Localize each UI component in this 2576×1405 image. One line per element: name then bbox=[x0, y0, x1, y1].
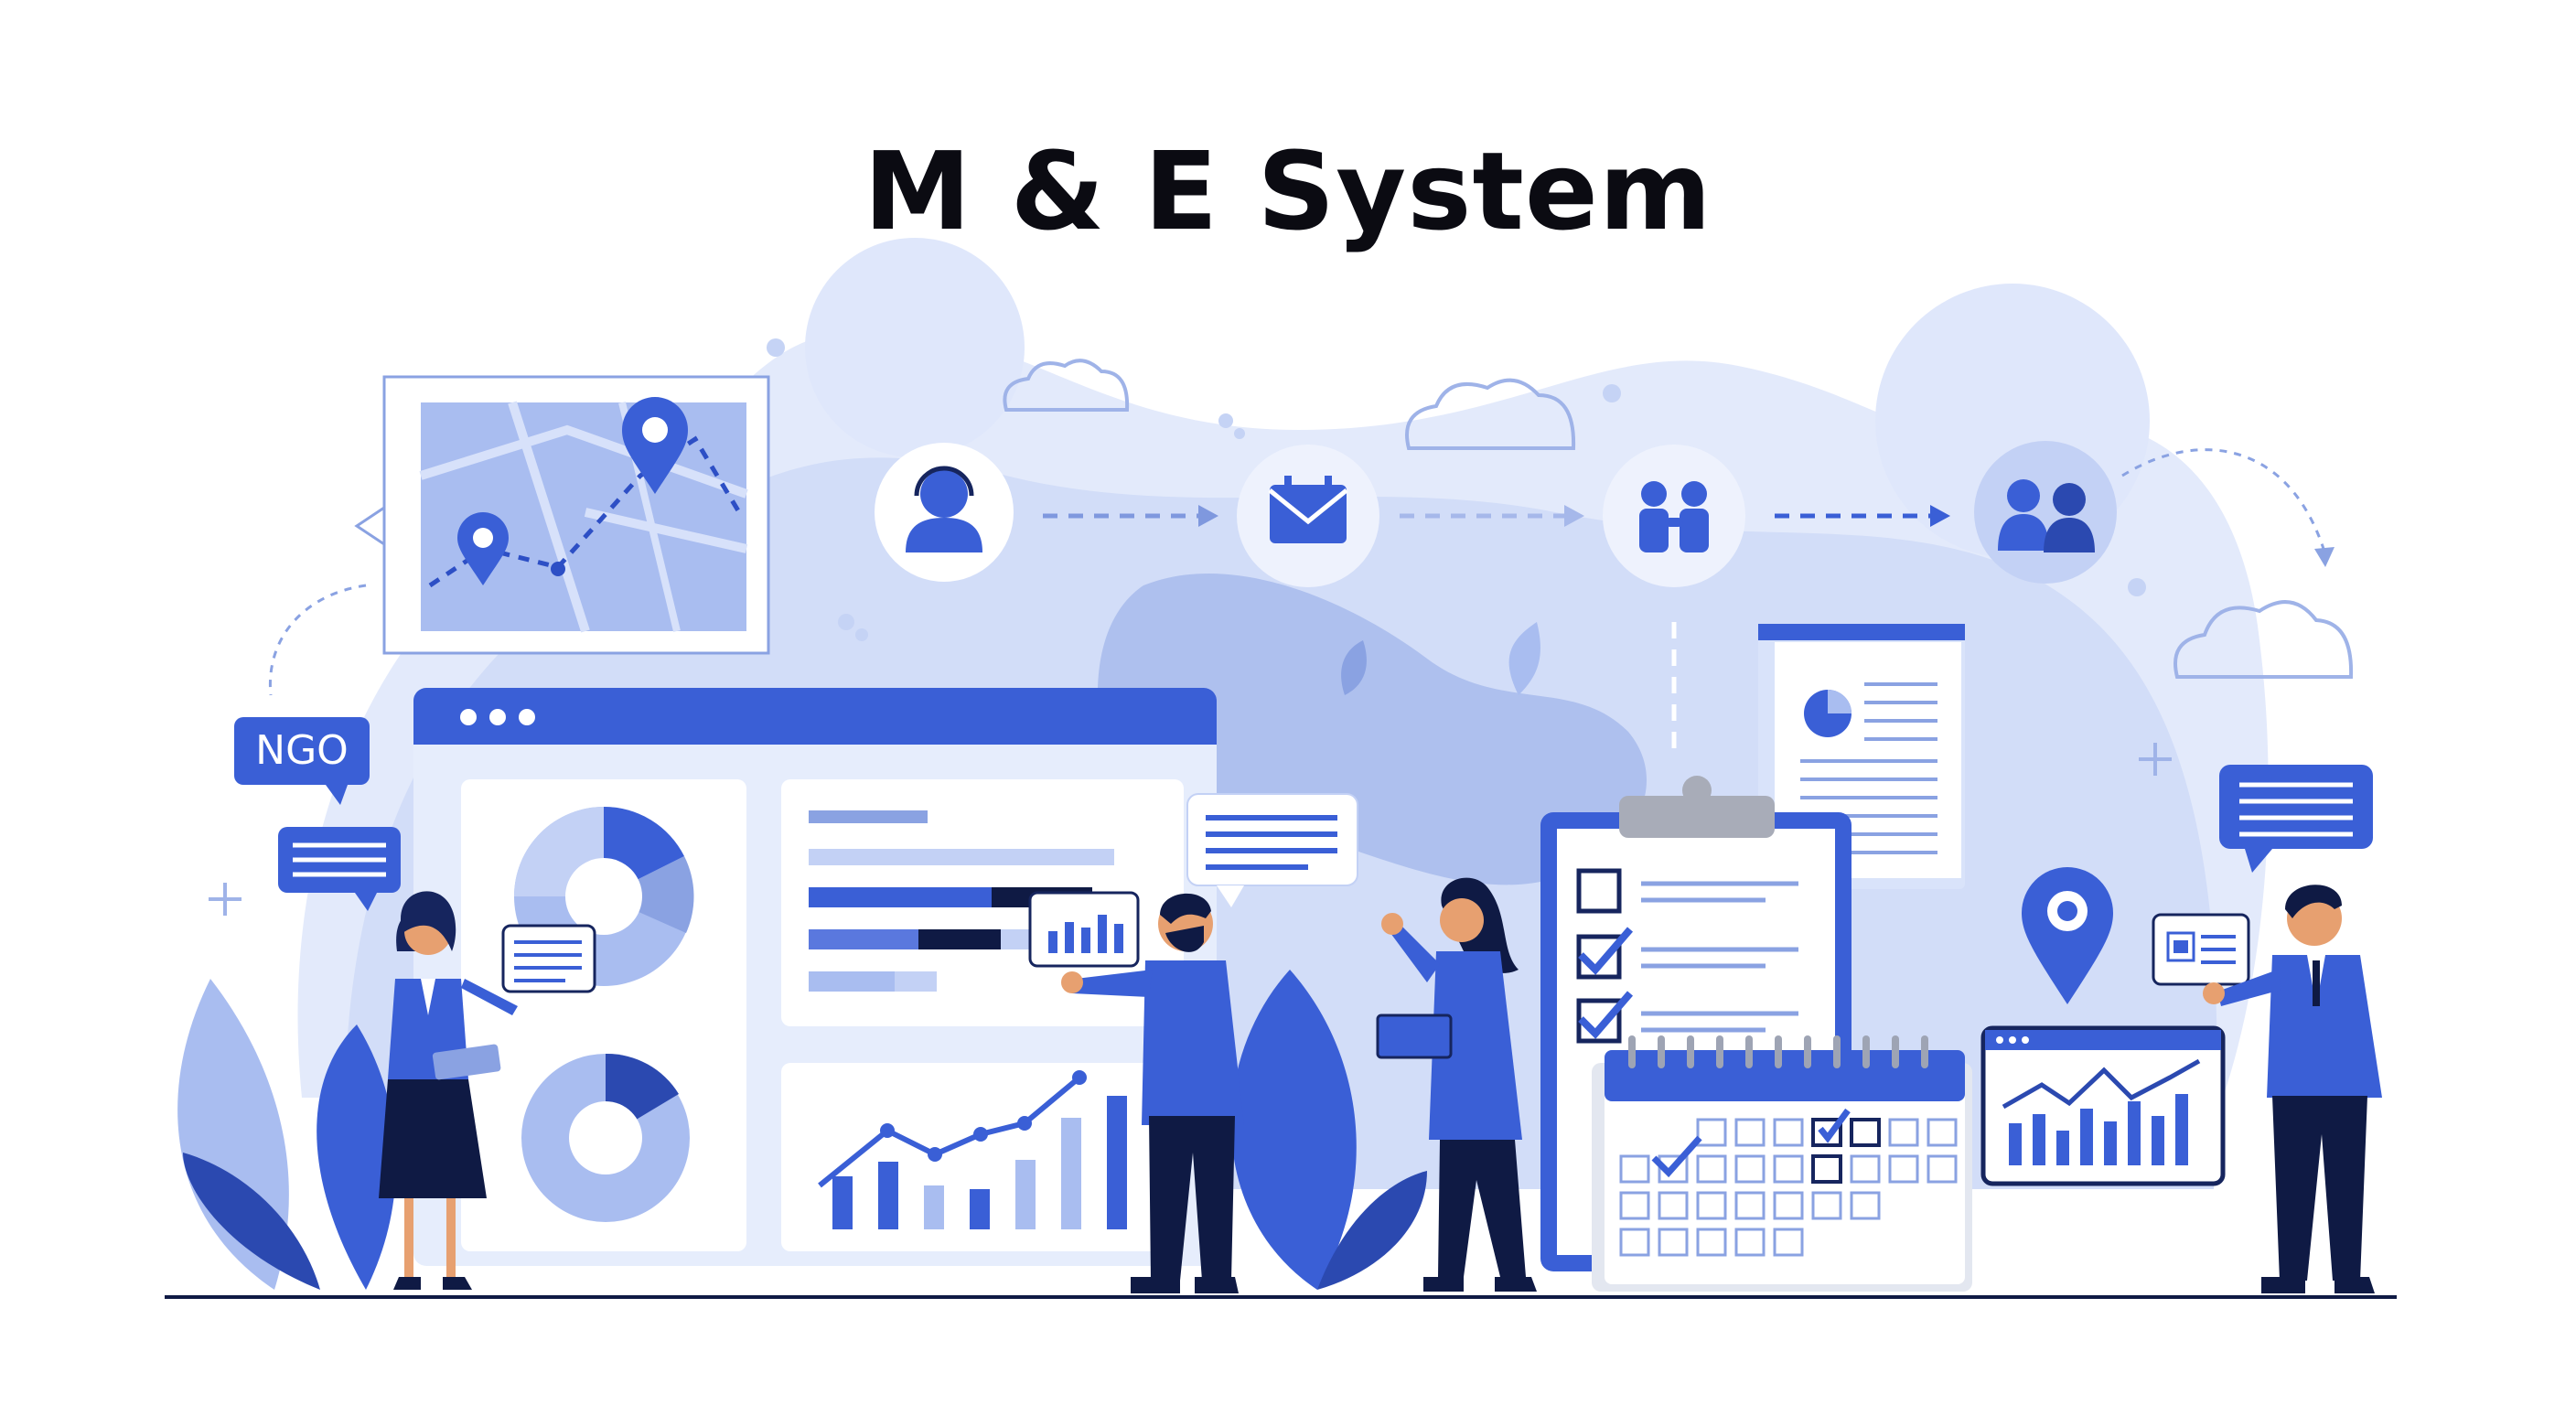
page-title: M & E System bbox=[864, 128, 1712, 254]
id-card-icon bbox=[2152, 913, 2250, 986]
location-pin-icon bbox=[2022, 867, 2113, 1004]
envelope-icon bbox=[1268, 476, 1348, 543]
report-card-icon bbox=[501, 924, 596, 993]
chat-bubble-icon bbox=[2219, 765, 2373, 873]
window-controls-icon bbox=[460, 709, 535, 725]
sparkle-icon bbox=[209, 743, 2172, 916]
decor-dots bbox=[767, 338, 2146, 641]
person-man-suit bbox=[2203, 885, 2382, 1293]
pie-chart-icon bbox=[1804, 690, 1852, 737]
cloud-icon bbox=[1003, 359, 2354, 679]
ngo-label: NGO bbox=[255, 727, 349, 774]
check-icon bbox=[1578, 927, 1634, 1039]
ngo-badge: NGO bbox=[234, 717, 370, 805]
person-woman-tablet bbox=[379, 891, 518, 1290]
person-woman-notepad bbox=[1376, 877, 1537, 1292]
calendar-icon bbox=[1592, 1035, 1972, 1292]
donut-chart-icon bbox=[521, 1053, 690, 1222]
bar-list-icon bbox=[809, 810, 1114, 992]
map-card bbox=[268, 375, 770, 696]
community-icon bbox=[1639, 481, 1709, 552]
chat-bubble-icon bbox=[278, 827, 401, 911]
leaf-decor-icon bbox=[177, 622, 1540, 1290]
bar-chart-icon bbox=[1028, 891, 1140, 968]
process-flow bbox=[875, 441, 2334, 759]
trend-chart-icon bbox=[818, 1070, 1127, 1229]
person-man-presenting bbox=[1061, 893, 1244, 1293]
location-pin-icon bbox=[457, 512, 509, 585]
location-pin-icon bbox=[622, 397, 688, 494]
chat-bubble-icon bbox=[1186, 793, 1358, 907]
check-icon bbox=[1651, 1108, 1851, 1178]
dashboard-window bbox=[413, 688, 1217, 1266]
user-headset-icon bbox=[906, 466, 982, 552]
team-icon bbox=[1998, 479, 2095, 552]
bar-chart-card bbox=[1980, 1025, 2226, 1186]
